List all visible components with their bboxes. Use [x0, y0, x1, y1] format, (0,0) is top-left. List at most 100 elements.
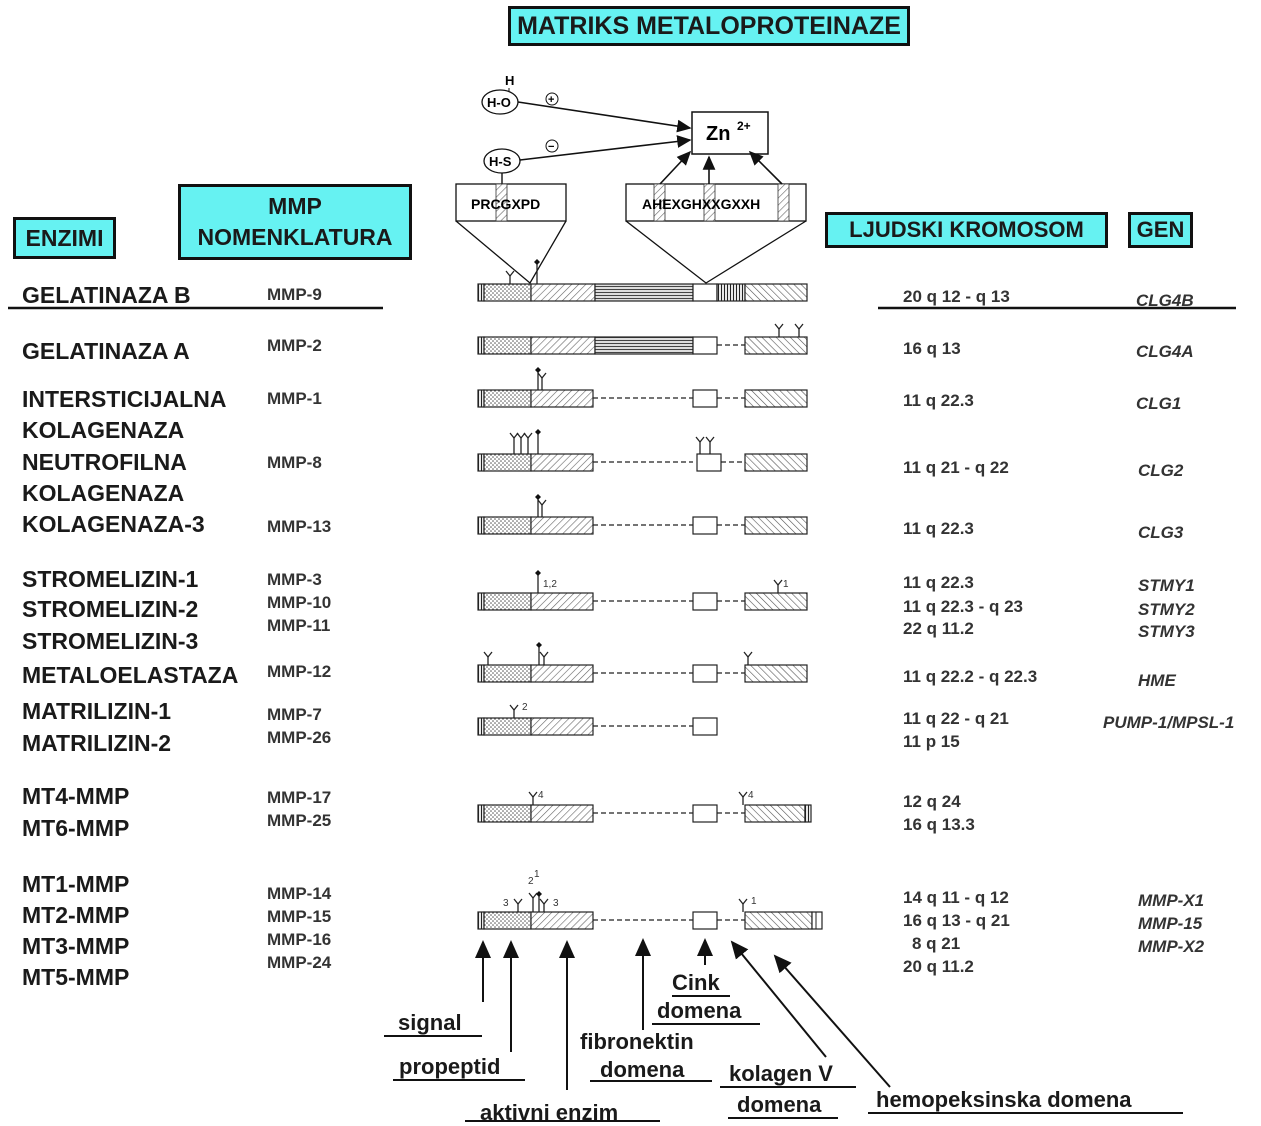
- zinc-domain: [692, 336, 718, 355]
- catalytic-domain: [530, 664, 594, 683]
- glycosylation-site: [516, 432, 522, 439]
- enzyme-name: STROMELIZIN-1: [22, 566, 199, 592]
- mmp-label: MMP-15: [267, 907, 332, 926]
- gene-name: STMY3: [1138, 622, 1195, 641]
- mmp-label: MMP-26: [267, 728, 332, 747]
- zinc-domain: [692, 592, 718, 611]
- enzyme-name: MT4-MMP: [22, 783, 130, 809]
- propeptide-domain: [483, 717, 532, 736]
- enzyme-name: MATRILIZIN-1: [22, 698, 172, 724]
- glycosylation-site: [747, 651, 753, 658]
- propeptide-domain: [483, 453, 532, 472]
- glycosylation-site: [541, 372, 547, 379]
- hemopexin-domain: [744, 389, 808, 408]
- enzyme-name: STROMELIZIN-3: [22, 628, 199, 654]
- zinc-domain: [692, 911, 718, 930]
- signal-domain: [477, 592, 485, 611]
- hs-label: H-S: [489, 154, 512, 169]
- cysteine-switch: [535, 494, 541, 500]
- hemopexin-domain: [744, 911, 813, 930]
- hemopexin-label: hemopeksinska domena: [876, 1087, 1132, 1112]
- zinc-domain: [692, 389, 718, 408]
- chromosome-location: 20 q 11.2: [903, 957, 974, 976]
- glycosylation-site: [532, 892, 538, 899]
- signal-label: signal: [398, 1010, 462, 1035]
- propeptide-domain: [483, 664, 532, 683]
- glyco-label: 1: [783, 579, 789, 590]
- glycosylation-site: [539, 651, 545, 658]
- propeptide-domain: [483, 516, 532, 535]
- glycosylation-site: [773, 579, 779, 586]
- zinc-domain: [692, 664, 718, 683]
- catalytic-domain: [530, 389, 594, 408]
- zinc-domain: [692, 717, 718, 736]
- catalytic-domain: [530, 336, 596, 355]
- propeptide-domain: [483, 804, 532, 823]
- chromosome-header: LJUDSKI KROMOSOM: [825, 212, 1108, 248]
- signal-domain: [477, 389, 485, 408]
- glycosylation-site: [774, 323, 780, 330]
- glyco-label: 3: [503, 898, 509, 909]
- mmp-label: MMP-14: [267, 884, 332, 903]
- collagen-v-label-1: kolagen V: [729, 1061, 833, 1086]
- glycosylation-site: [539, 898, 545, 905]
- catalytic-domain: [530, 911, 594, 930]
- mmp-label: MMP-7: [267, 705, 322, 724]
- glycosylation-site: [541, 499, 547, 506]
- glycosylation-site: [527, 432, 533, 439]
- propeptide-domain: [483, 283, 532, 302]
- chromosome-location: 11 q 22.3: [903, 391, 974, 410]
- catalytic-domain: [530, 592, 594, 611]
- gene-name: STMY1: [1138, 576, 1195, 595]
- glycosylation-site: [699, 436, 705, 443]
- enzyme-name: MT6-MMP: [22, 815, 130, 841]
- glycosylation-site: [742, 898, 748, 905]
- enzyme-name: INTERSTICIJALNA: [22, 386, 227, 412]
- glyco-label: 2: [528, 876, 534, 887]
- glyco-labels: 1,2 1 2 4 4 3 2 1 3 1: [503, 579, 789, 909]
- mmp-label: MMP-1: [267, 389, 322, 408]
- enzyme-name: KOLAGENAZA: [22, 417, 185, 443]
- chromosome-location: 11 q 21 - q 22: [903, 458, 1009, 477]
- cysteine-switch: [535, 429, 541, 435]
- mmp-label: MMP-3: [267, 570, 322, 589]
- glycosylation-site: [738, 898, 744, 905]
- cysteine-switch: [536, 891, 542, 897]
- fibronectin-label-2: domena: [600, 1057, 685, 1082]
- signal-domain: [477, 453, 485, 472]
- ho-label: H-O: [487, 95, 511, 110]
- enzyme-name: MATRILIZIN-2: [22, 730, 172, 756]
- hemopexin-domain: [744, 592, 808, 611]
- propeptide-domain: [483, 911, 532, 930]
- gene-name: MMP-15: [1138, 914, 1203, 933]
- domain-rows: [477, 259, 823, 930]
- mmp-label: MMP-10: [267, 593, 332, 612]
- chromosome-location: 11 q 22.2 - q 22.3: [903, 667, 1038, 686]
- mmp-label: MMP-11: [267, 616, 331, 635]
- glycosylation-site: [537, 372, 543, 379]
- glycosylation-site: [543, 651, 549, 658]
- glycosylation-site: [505, 270, 511, 277]
- propeptide-label: propeptid: [399, 1054, 501, 1079]
- fibronectin-label-1: fibronektin: [580, 1029, 694, 1054]
- glycosylation-site: [798, 323, 804, 330]
- glycosylation-site: [509, 270, 515, 277]
- chromosome-location: 11 q 22.3 - q 23: [903, 597, 1024, 616]
- collagen-v-label-2: domena: [737, 1092, 822, 1117]
- gene-name: CLG1: [1136, 394, 1182, 413]
- chromosome-location: 14 q 11 - q 12: [903, 888, 1009, 907]
- glycosylation-site: [513, 704, 519, 711]
- fibronectin-domain: [594, 283, 694, 302]
- signal-domain: [477, 911, 485, 930]
- cysteine-switch: [534, 259, 540, 265]
- chromosome-location: 22 q 11.2: [903, 619, 974, 638]
- domain-pointer-arrows: [475, 938, 891, 1090]
- gene-name: MMP-X1: [1138, 891, 1205, 910]
- minus-sign: −: [548, 141, 554, 153]
- glycosylation-site: [528, 791, 534, 798]
- enzyme-name: STROMELIZIN-2: [22, 596, 199, 622]
- enzyme-name: METALOELASTAZA: [22, 662, 239, 688]
- cysteine-switch: [535, 367, 541, 373]
- enzymes-header: ENZIMI: [13, 217, 116, 259]
- glycosylation-site: [742, 791, 748, 798]
